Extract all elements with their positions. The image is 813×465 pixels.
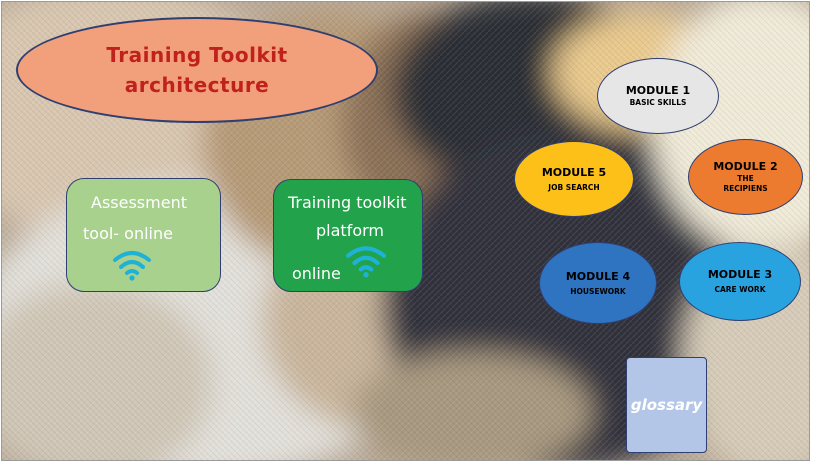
platform-label-line-3: online	[292, 264, 341, 283]
module-2-subtitle-line-1: THE	[737, 174, 754, 183]
title-line-1: Training Toolkit	[106, 43, 288, 67]
module-4-ellipse: MODULE 4 HOUSEWORK	[539, 242, 657, 324]
module-3-subtitle: CARE WORK	[714, 285, 766, 294]
module-4-subtitle: HOUSEWORK	[570, 286, 626, 296]
platform-label-line-2: platform	[316, 221, 384, 240]
wifi-icon	[346, 246, 386, 278]
training-platform-box: Training toolkit platform online	[273, 179, 423, 292]
title-line-2: architecture	[124, 73, 270, 97]
module-5-ellipse: MODULE 5 JOB SEARCH	[514, 141, 634, 217]
assessment-label-line-2: tool- online	[83, 224, 173, 243]
module-2-ellipse: MODULE 2 THE RECIPIENS	[688, 139, 803, 215]
module-5-subtitle: JOB SEARCH	[548, 182, 600, 192]
glossary-box: glossary	[626, 357, 707, 453]
module-1-subtitle: BASIC SKILLS	[629, 98, 687, 107]
module-4-heading: MODULE 4	[565, 269, 631, 283]
module-2-subtitle-line-2: RECIPIENS	[723, 184, 768, 193]
assessment-tool-box: Assessment tool- online	[66, 178, 221, 292]
glossary-label: glossary	[630, 396, 703, 414]
module-5-heading: MODULE 5	[541, 165, 607, 179]
wifi-icon	[113, 251, 151, 281]
platform-label-line-1: Training toolkit	[288, 193, 407, 212]
module-3-ellipse: MODULE 3 CARE WORK	[679, 242, 801, 321]
module-1-heading: MODULE 1	[625, 84, 691, 97]
module-3-heading: MODULE 3	[707, 268, 773, 281]
module-1-ellipse: MODULE 1 BASIC SKILLS	[597, 58, 719, 134]
assessment-label-line-1: Assessment	[91, 193, 187, 212]
title-ellipse: Training Toolkit architecture	[16, 17, 378, 123]
module-2-heading: MODULE 2	[713, 160, 778, 173]
